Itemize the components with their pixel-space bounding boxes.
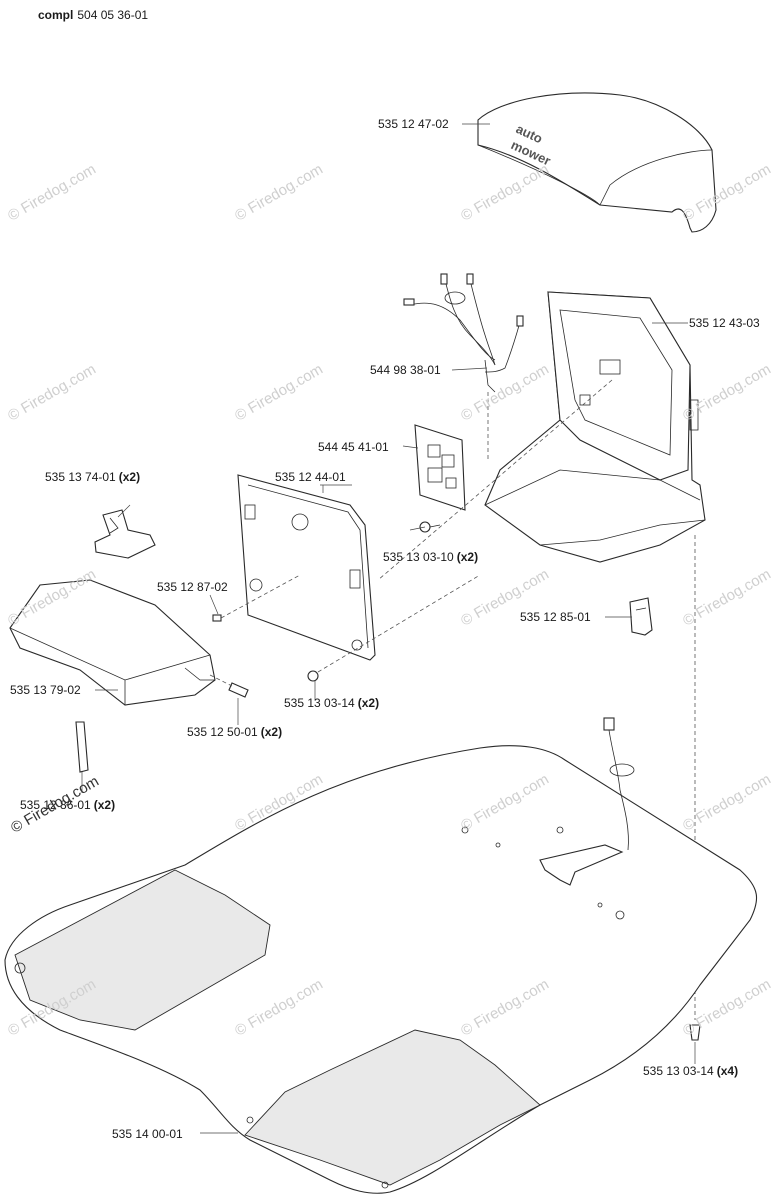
callout-strip-part: 535 12 86-01 (20, 798, 91, 812)
callout-screw-14a-part: 535 13 03-14 (284, 696, 355, 710)
callout-screw-10-part: 535 13 03-10 (383, 550, 454, 564)
callout-frame-part: 535 12 43-03 (689, 316, 760, 330)
leader-lines (81, 123, 696, 1134)
callout-screw-14b-part: 535 13 03-14 (643, 1064, 714, 1078)
callout-panel-part: 535 12 44-01 (275, 470, 346, 484)
callout-screw-14a-qty: (x2) (357, 696, 380, 710)
callout-screw-14b-qty: (x4) (716, 1064, 739, 1078)
callout-screw-14b[interactable]: 535 13 03-14(x4) (643, 1064, 738, 1078)
assembly-line-panel (377, 379, 613, 581)
callout-pin-50[interactable]: 535 12 50-01(x2) (187, 725, 282, 739)
callout-board-part: 544 45 41-01 (318, 440, 389, 454)
callout-cover[interactable]: 535 12 47-02 (378, 117, 449, 131)
callout-cover-part: 535 12 47-02 (378, 117, 449, 131)
callout-plate[interactable]: 535 14 00-01 (112, 1127, 183, 1141)
frame-part (484, 291, 706, 563)
guide-part (9, 579, 216, 706)
plate-part (4, 717, 758, 1194)
callout-pin[interactable]: 535 12 87-02 (157, 580, 228, 594)
callout-plug[interactable]: 535 12 85-01 (520, 610, 591, 624)
callout-pin-50-part: 535 12 50-01 (187, 725, 258, 739)
assembly-keyword: compl (38, 8, 74, 22)
cover-part: auto mower (477, 92, 717, 233)
callout-strip-qty: (x2) (93, 798, 116, 812)
board-part (414, 424, 466, 511)
callout-guide[interactable]: 535 13 79-02 (10, 683, 81, 697)
callout-cable-part: 544 98 38-01 (370, 363, 441, 377)
callout-guide-part: 535 13 79-02 (10, 683, 81, 697)
strip-part (75, 721, 89, 773)
callout-plate-part: 535 14 00-01 (112, 1127, 183, 1141)
assembly-number: 504 05 36-01 (77, 8, 149, 22)
callout-cable[interactable]: 544 98 38-01 (370, 363, 441, 377)
callout-plug-part: 535 12 85-01 (520, 610, 591, 624)
callout-pin-part: 535 12 87-02 (157, 580, 228, 594)
callout-pin-50-qty: (x2) (260, 725, 283, 739)
callout-screw-10-qty: (x2) (456, 550, 479, 564)
callout-board[interactable]: 544 45 41-01 (318, 440, 389, 454)
callout-screw-10[interactable]: 535 13 03-10(x2) (383, 550, 478, 564)
callout-screw-14a[interactable]: 535 13 03-14(x2) (284, 696, 379, 710)
screw-14a-part (307, 574, 481, 682)
callout-frame[interactable]: 535 12 43-03 (689, 316, 760, 330)
pin-50-part (209, 674, 249, 698)
callout-panel[interactable]: 535 12 44-01 (275, 470, 346, 484)
callout-strip[interactable]: 535 12 86-01(x2) (20, 798, 115, 812)
screw-14b-part (689, 1024, 701, 1041)
panel-part (237, 474, 376, 661)
callout-clip[interactable]: 535 13 74-01(x2) (45, 470, 140, 484)
pin-part (212, 574, 301, 622)
callout-clip-part: 535 13 74-01 (45, 470, 116, 484)
screw-10-part (419, 521, 441, 533)
clip-part (94, 509, 156, 559)
plug-part (629, 597, 653, 636)
cable-part (403, 273, 524, 393)
callout-clip-qty: (x2) (118, 470, 141, 484)
